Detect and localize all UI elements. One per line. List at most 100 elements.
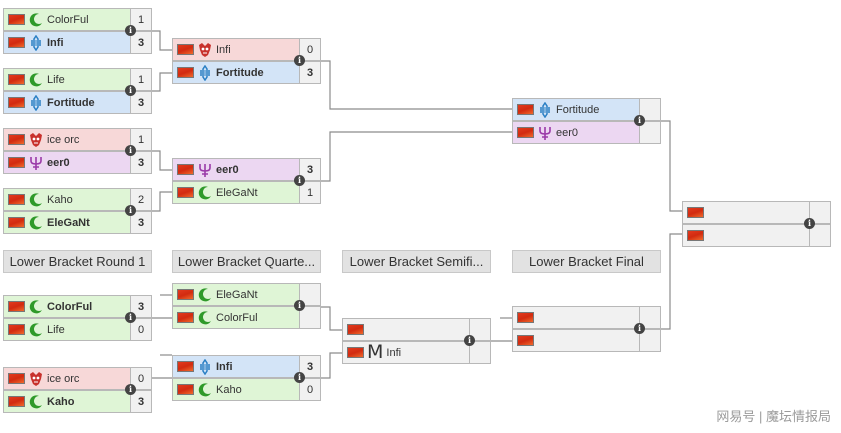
china-flag-icon <box>177 361 194 372</box>
player-score: 1 <box>130 69 151 90</box>
match-info-icon[interactable]: i <box>294 55 305 66</box>
player-score <box>639 330 660 351</box>
player-row[interactable]: ColorFul 3 <box>3 295 152 318</box>
match-info-icon[interactable]: i <box>125 312 136 323</box>
match-grand-final[interactable]: i <box>682 201 831 247</box>
china-flag-icon <box>177 67 194 78</box>
player-score: 0 <box>299 379 320 400</box>
header-label: Lower Bracket Semifi... <box>349 254 484 269</box>
protoss-pylon-icon <box>537 101 553 118</box>
china-flag-icon <box>8 157 25 168</box>
player-row[interactable]: eer0 <box>512 121 661 144</box>
match-info-icon[interactable]: i <box>294 300 305 311</box>
player-name: Life <box>47 323 65 336</box>
player-name: Infi <box>216 360 233 373</box>
match-lower-final[interactable]: i <box>512 306 661 352</box>
china-flag-icon <box>517 104 534 115</box>
random-fork-icon <box>28 155 44 171</box>
match-info-icon[interactable]: i <box>294 372 305 383</box>
player-row[interactable] <box>682 201 831 224</box>
player-row[interactable]: Kaho 0 <box>172 378 321 401</box>
china-flag-icon <box>8 37 25 48</box>
player-score <box>299 284 320 305</box>
china-flag-icon <box>347 324 364 335</box>
china-flag-icon <box>517 335 534 346</box>
player-row[interactable] <box>512 306 661 329</box>
match-info-icon[interactable]: i <box>125 25 136 36</box>
match-info-icon[interactable]: i <box>634 323 645 334</box>
header-lower-bracket-semifinal: Lower Bracket Semifi... <box>342 250 491 273</box>
player-name: ColorFul <box>216 311 258 324</box>
crescent-icon <box>28 322 44 338</box>
player-score: 0 <box>299 39 320 60</box>
china-flag-icon <box>347 347 364 358</box>
match-info-icon[interactable]: i <box>125 384 136 395</box>
match-info-icon[interactable]: i <box>634 115 645 126</box>
protoss-pylon-icon <box>197 64 213 81</box>
china-flag-icon <box>8 194 25 205</box>
china-flag-icon <box>8 396 25 407</box>
china-flag-icon <box>687 230 704 241</box>
crescent-icon <box>28 394 44 410</box>
player-name: Kaho <box>47 193 73 206</box>
match-info-icon[interactable]: i <box>125 205 136 216</box>
match-info-icon[interactable]: i <box>294 175 305 186</box>
player-name: Fortitude <box>216 66 264 79</box>
protoss-pylon-icon <box>28 94 44 111</box>
random-fork-icon <box>537 125 553 141</box>
match-info-icon[interactable]: i <box>125 85 136 96</box>
match-info-icon[interactable]: i <box>125 145 136 156</box>
player-row[interactable]: ColorFul <box>172 306 321 329</box>
china-flag-icon <box>8 14 25 25</box>
player-name: eer0 <box>556 126 579 139</box>
china-flag-icon <box>177 289 194 300</box>
player-row[interactable] <box>342 318 491 341</box>
china-flag-icon <box>177 44 194 55</box>
player-score: 3 <box>130 32 151 53</box>
player-row[interactable] <box>682 224 831 247</box>
terran-skull-icon <box>28 371 44 387</box>
player-row[interactable]: Fortitude <box>512 98 661 121</box>
player-score <box>809 225 830 246</box>
player-score: 1 <box>130 9 151 30</box>
player-row[interactable]: EleGaNt <box>172 283 321 306</box>
player-row[interactable] <box>512 329 661 352</box>
player-name: Kaho <box>216 383 242 396</box>
match-info-icon[interactable]: i <box>464 335 475 346</box>
player-score <box>299 307 320 328</box>
china-flag-icon <box>517 312 534 323</box>
match-info-icon[interactable]: i <box>804 218 815 229</box>
match-upper-final[interactable]: Fortitude eer0 i <box>512 98 661 144</box>
crescent-icon <box>197 287 213 303</box>
player-score: 3 <box>130 296 151 317</box>
player-name: ColorFul <box>47 300 93 313</box>
